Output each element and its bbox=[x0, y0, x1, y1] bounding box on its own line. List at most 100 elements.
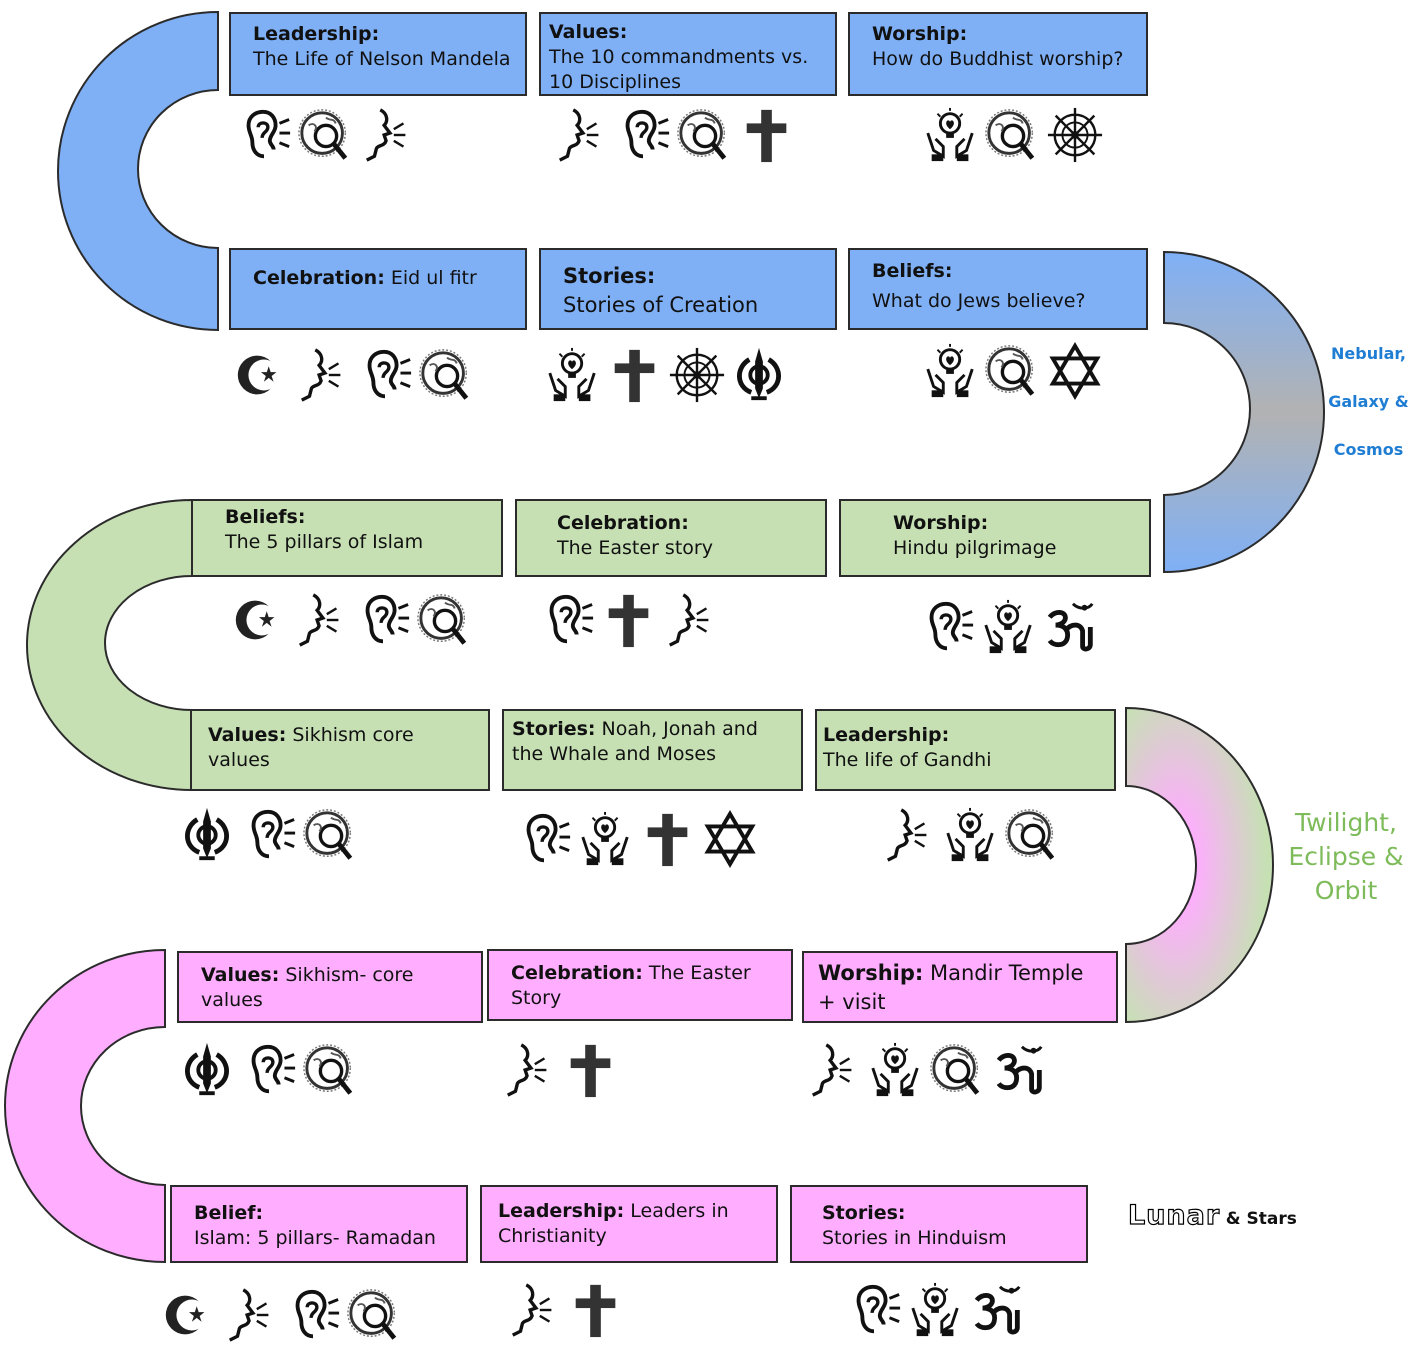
side-label-lunar: Lunar & Stars bbox=[1127, 1199, 1308, 1231]
unit-box-worship-mandir: Worship: Mandir Temple + visit bbox=[802, 951, 1118, 1023]
unit-box-stories-noah: Stories: Noah, Jonah and the Whale and M… bbox=[502, 709, 803, 791]
unit-subject: Eid ul fitr bbox=[390, 267, 477, 289]
unit-topic: Values: bbox=[201, 964, 280, 986]
icon-group bbox=[880, 800, 1066, 870]
unit-subject: The Easter Story bbox=[511, 962, 751, 1009]
unit-subject: Stories in Hinduism bbox=[822, 1227, 1007, 1249]
unit-subject: Stories of Creation bbox=[563, 293, 759, 317]
unit-box-celebration-eid: Celebration: Eid ul fitr bbox=[229, 248, 527, 330]
om-icon bbox=[996, 1045, 1043, 1095]
cross-icon bbox=[575, 1284, 616, 1338]
side-label-line: Nebular, bbox=[1331, 344, 1406, 363]
unit-box-worship-hindu: Worship: Hindu pilgrimage bbox=[839, 499, 1151, 577]
unit-topic: Celebration: bbox=[511, 962, 643, 984]
speak-icon bbox=[228, 1288, 269, 1342]
side-label-nebular: Nebular, Galaxy & Cosmos bbox=[1326, 330, 1411, 474]
unit-box-values-commandments: Values: The 10 commandments vs. 10 Disci… bbox=[539, 12, 837, 96]
unit-box-celebration-easter: Celebration: The Easter story bbox=[515, 499, 827, 577]
unit-topic: Worship: bbox=[872, 23, 968, 45]
research-icon bbox=[985, 345, 1035, 396]
om-icon bbox=[1047, 602, 1094, 652]
unit-subject: Mandir Temple + visit bbox=[818, 961, 1084, 1014]
reflect-icon bbox=[581, 811, 629, 866]
unit-box-beliefs-islam: Beliefs: The 5 pillars of Islam bbox=[191, 499, 503, 577]
icon-group bbox=[845, 1275, 1031, 1345]
icon-group bbox=[805, 1035, 1053, 1105]
icon-group bbox=[552, 100, 800, 170]
icon-group bbox=[922, 336, 1108, 406]
side-label-line: Orbit bbox=[1314, 876, 1378, 905]
crescent-star-icon bbox=[235, 600, 278, 640]
ear-icon bbox=[251, 809, 296, 859]
reflect-icon bbox=[911, 1282, 959, 1337]
om-icon bbox=[974, 1285, 1021, 1335]
unit-topic: Leadership: bbox=[823, 724, 950, 746]
side-label-lunar-main: Lunar bbox=[1127, 1199, 1221, 1231]
cross-icon bbox=[746, 109, 787, 163]
unit-subject: Leaders in Christianity bbox=[498, 1200, 729, 1247]
curve-green-left bbox=[26, 498, 193, 792]
curve-pink-left bbox=[4, 948, 166, 1264]
star-of-david-icon bbox=[704, 810, 756, 868]
ear-icon bbox=[365, 594, 410, 644]
unit-subject: Islam: 5 pillars- Ramadan bbox=[194, 1227, 436, 1249]
unit-topic: Celebration: bbox=[253, 267, 385, 289]
khanda-icon bbox=[185, 1042, 229, 1096]
reflect-icon bbox=[926, 107, 974, 162]
unit-topic: Values: bbox=[549, 21, 628, 43]
icon-group bbox=[232, 340, 480, 410]
research-icon bbox=[419, 349, 469, 400]
unit-topic: Stories: bbox=[822, 1202, 906, 1224]
unit-subject: How do Buddhist worship? bbox=[872, 48, 1124, 70]
curve-blue-left bbox=[57, 10, 219, 332]
unit-box-celebration-easter-story: Celebration: The Easter Story bbox=[487, 949, 793, 1021]
unit-topic: Worship: bbox=[893, 512, 989, 534]
unit-box-stories-hinduism: Stories: Stories in Hinduism bbox=[790, 1185, 1088, 1263]
unit-subject: Noah, Jonah and the Whale and Moses bbox=[512, 718, 758, 765]
ear-icon bbox=[625, 109, 670, 159]
ear-icon bbox=[856, 1284, 901, 1334]
crescent-star-icon bbox=[165, 1295, 208, 1335]
research-icon bbox=[985, 109, 1035, 160]
unit-subject: The Easter story bbox=[557, 537, 713, 559]
side-label-line: Twilight, bbox=[1295, 808, 1397, 837]
reflect-icon bbox=[871, 1042, 919, 1097]
unit-topic: Beliefs: bbox=[872, 260, 953, 282]
unit-subject: Sikhism core values bbox=[208, 724, 414, 771]
unit-topic: Stories: bbox=[512, 718, 596, 740]
speak-icon bbox=[365, 108, 406, 162]
unit-subject: What do Jews believe? bbox=[872, 290, 1086, 312]
research-icon bbox=[677, 109, 727, 160]
research-icon bbox=[347, 1289, 397, 1340]
dharma-wheel-icon bbox=[669, 347, 725, 403]
reflect-icon bbox=[984, 599, 1032, 654]
research-icon bbox=[417, 594, 467, 645]
icon-group bbox=[918, 592, 1104, 662]
unit-subject: The life of Gandhi bbox=[823, 749, 992, 771]
side-label-twilight: Twilight, Eclipse & Orbit bbox=[1284, 806, 1408, 908]
unit-topic: Worship: bbox=[818, 961, 924, 985]
icon-group bbox=[922, 100, 1108, 170]
speak-icon bbox=[668, 593, 709, 647]
speak-icon bbox=[811, 1043, 852, 1097]
icon-group bbox=[500, 1035, 624, 1105]
cross-icon bbox=[570, 1044, 611, 1098]
dharma-wheel-icon bbox=[1047, 107, 1103, 163]
unit-topic: Beliefs: bbox=[225, 506, 306, 528]
ear-icon bbox=[246, 109, 291, 159]
cross-icon bbox=[647, 813, 688, 867]
unit-subject: The 10 commandments vs. 10 Disciplines bbox=[549, 46, 809, 93]
icon-group bbox=[178, 1035, 364, 1105]
unit-topic: Celebration: bbox=[557, 512, 689, 534]
unit-box-leadership-mandela: Leadership: The Life of Nelson Mandela bbox=[229, 12, 527, 96]
khanda-icon bbox=[185, 807, 229, 861]
unit-box-stories-creation: Stories: Stories of Creation bbox=[539, 248, 837, 330]
speak-icon bbox=[886, 808, 927, 862]
icon-group bbox=[544, 340, 792, 410]
reflect-icon bbox=[926, 343, 974, 398]
unit-subject: The 5 pillars of Islam bbox=[225, 531, 424, 553]
speak-icon bbox=[300, 348, 341, 402]
unit-subject: Hindu pilgrimage bbox=[893, 537, 1057, 559]
research-icon bbox=[303, 1044, 353, 1095]
icon-group bbox=[235, 100, 421, 170]
